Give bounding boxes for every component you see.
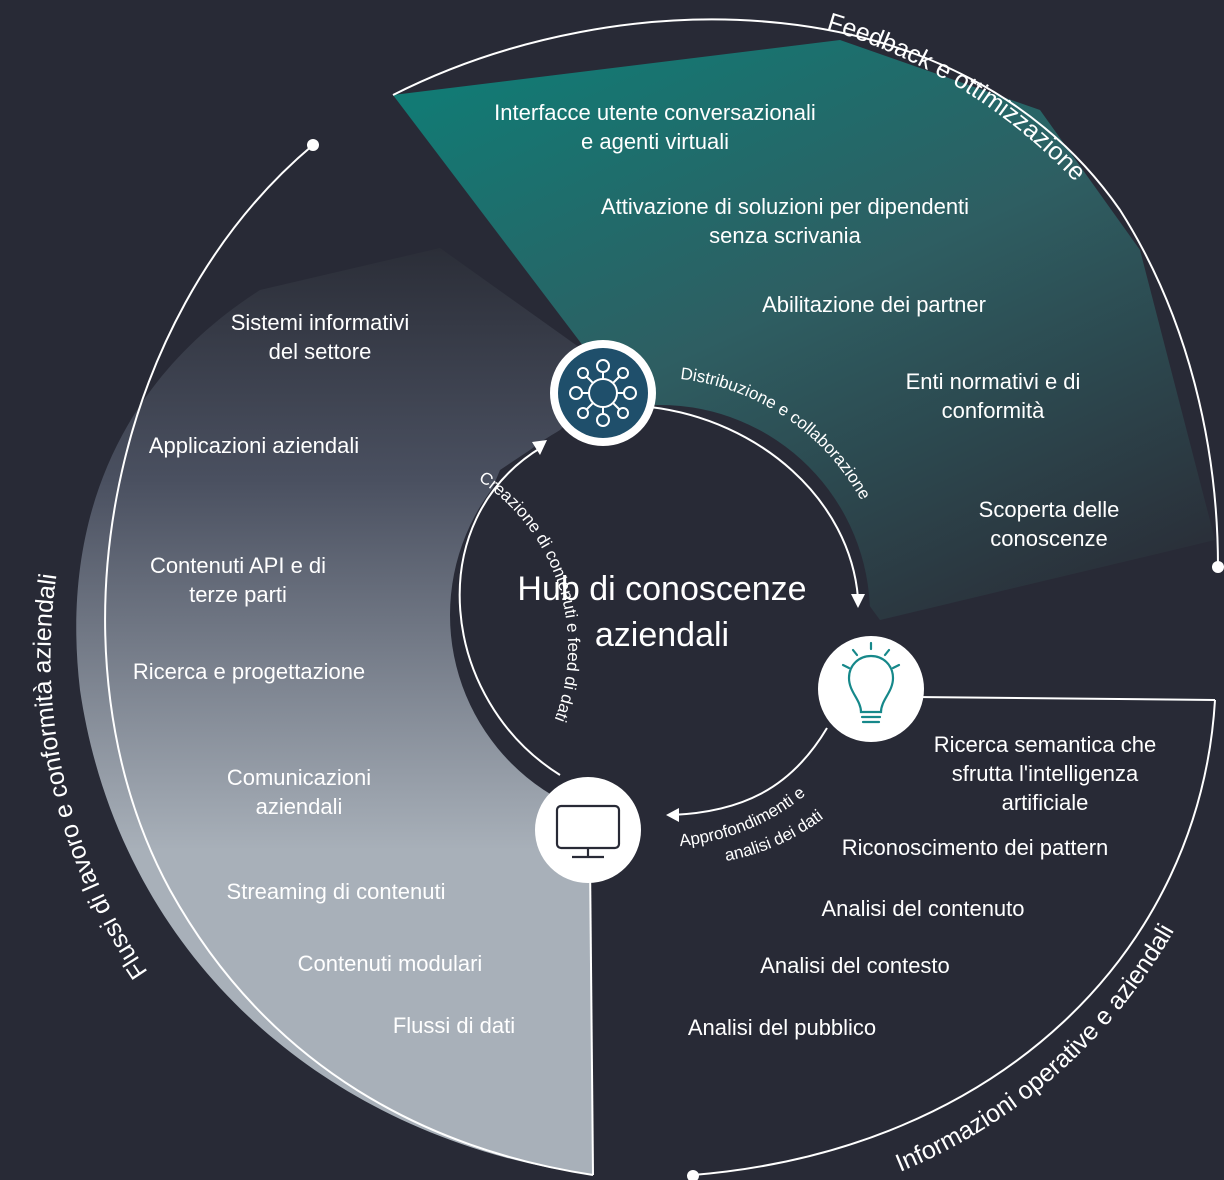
creation-item-5-line1: Comunicazioni <box>227 765 371 790</box>
insights-item-3: Analisi del contenuto <box>821 896 1024 921</box>
lightbulb-icon <box>818 636 924 742</box>
endpoint-dot-insights <box>687 1170 699 1180</box>
distribution-item-3: Abilitazione dei partner <box>762 292 986 317</box>
creation-item-3-line1: Contenuti API e di <box>150 553 326 578</box>
creation-item-2: Applicazioni aziendali <box>149 433 359 458</box>
workflow-outer-arc <box>104 144 594 1176</box>
insights-arrow <box>671 727 828 816</box>
creation-item-8: Flussi di dati <box>393 1013 515 1038</box>
creation-item-6: Streaming di contenuti <box>227 879 446 904</box>
insights-outer-arc <box>692 699 1216 1176</box>
endpoint-dot-workflow <box>307 139 319 151</box>
insights-item-5: Analisi del pubblico <box>688 1015 876 1040</box>
hub-title-line1: Hub di conoscenze <box>517 570 806 608</box>
distribution-arrow <box>649 406 859 599</box>
distribution-item-2-line1: Attivazione di soluzioni per dipendenti <box>601 194 969 219</box>
hub-disc <box>450 405 870 825</box>
distribution-item-1-line1: Interfacce utente conversazionali <box>494 100 816 125</box>
distribution-item-2-line2: senza scrivania <box>709 223 861 248</box>
creation-item-3-line2: terze parti <box>189 582 287 607</box>
distribution-item-5-line2: conoscenze <box>990 526 1107 551</box>
creation-arrow <box>458 446 561 776</box>
boundary-line-bottom <box>589 859 594 1176</box>
insights-item-1-line2: sfrutta l'intelligenza <box>952 761 1139 786</box>
creation-item-5-line2: aziendali <box>256 794 343 819</box>
feedback-outer-arc <box>392 18 1219 568</box>
distribution-item-4-line1: Enti normativi e di <box>906 369 1081 394</box>
insights-item-1-line1: Ricerca semantica che <box>934 732 1157 757</box>
network-icon <box>550 340 656 446</box>
distribution-arrowhead <box>851 594 865 608</box>
distribution-items: Interfacce utente conversazionali e agent… <box>494 100 1119 551</box>
insights-arrowhead <box>666 808 679 822</box>
distribution-sector <box>393 40 1215 620</box>
creation-item-1-line2: del settore <box>269 339 372 364</box>
creation-sector <box>76 248 600 1175</box>
creation-arrowhead <box>532 440 547 455</box>
insights-item-1-line3: artificiale <box>1002 790 1089 815</box>
insights-item-4: Analisi del contesto <box>760 953 950 978</box>
boundary-line-right <box>915 696 1216 701</box>
creation-item-7: Contenuti modulari <box>298 951 483 976</box>
creation-item-1-line1: Sistemi informativi <box>231 310 409 335</box>
insights-item-2: Riconoscimento dei pattern <box>842 835 1109 860</box>
endpoint-dot-feedback <box>1212 561 1224 573</box>
distribution-item-1-line2: e agenti virtuali <box>581 129 729 154</box>
distribution-item-4-line2: conformità <box>942 398 1045 423</box>
insights-items: Ricerca semantica che sfrutta l'intellige… <box>688 732 1156 1040</box>
hub-title-line2: aziendali <box>595 616 729 654</box>
monitor-icon <box>535 777 641 883</box>
creation-items: Sistemi informativi del settoreApplicazio… <box>133 310 515 1038</box>
distribution-item-5-line1: Scoperta delle <box>979 497 1120 522</box>
creation-item-4: Ricerca e progettazione <box>133 659 365 684</box>
